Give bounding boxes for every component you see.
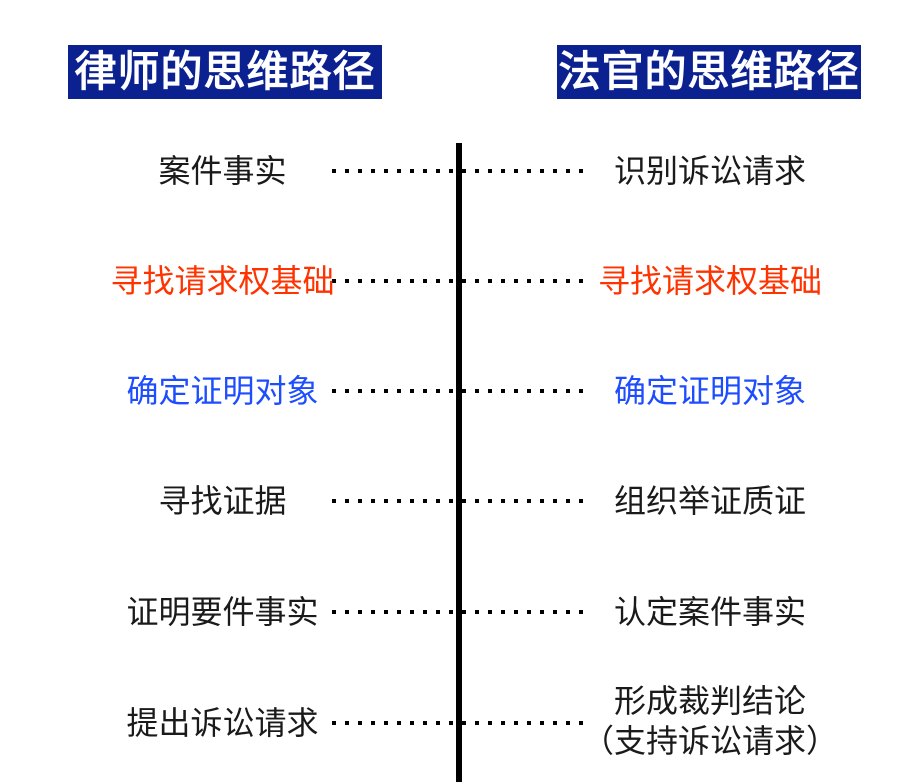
judge-step-label: 寻找请求权基础 — [597, 263, 822, 299]
lawyer-step-label: 提出诉讼请求 — [126, 705, 319, 741]
comparison-row: 提出诉讼请求 形成裁判结论 （支持诉讼请求） — [0, 683, 900, 759]
center-divider-line — [456, 143, 462, 782]
lawyer-step-label: 寻找请求权基础 — [110, 263, 335, 299]
judge-step-label: 识别诉讼请求 — [613, 153, 806, 189]
judge-step-label-line1: 形成裁判结论 — [613, 683, 806, 719]
lawyer-step-label: 确定证明对象 — [126, 373, 319, 409]
judge-step-label: 确定证明对象 — [613, 373, 806, 409]
comparison-row: 证明要件事实 认定案件事实 — [0, 587, 900, 637]
lawyer-step-label: 案件事实 — [158, 153, 287, 189]
comparison-row: 案件事实 识别诉讼请求 — [0, 146, 900, 196]
lawyer-path-header: 律师的思维路径 — [68, 45, 382, 99]
comparison-row: 寻找请求权基础 寻找请求权基础 — [0, 256, 900, 306]
lawyer-step-label: 证明要件事实 — [126, 594, 319, 630]
judge-step-label-line2: （支持诉讼请求） — [581, 723, 838, 759]
judge-step-label: 组织举证质证 — [613, 483, 806, 519]
judge-path-header: 法官的思维路径 — [557, 45, 861, 99]
lawyer-step-label: 寻找证据 — [158, 483, 287, 519]
comparison-row: 确定证明对象 确定证明对象 — [0, 366, 900, 416]
judge-step-label: 认定案件事实 — [613, 594, 806, 630]
judge-step-label: 形成裁判结论 （支持诉讼请求） — [520, 681, 900, 761]
comparison-row: 寻找证据 组织举证质证 — [0, 476, 900, 526]
